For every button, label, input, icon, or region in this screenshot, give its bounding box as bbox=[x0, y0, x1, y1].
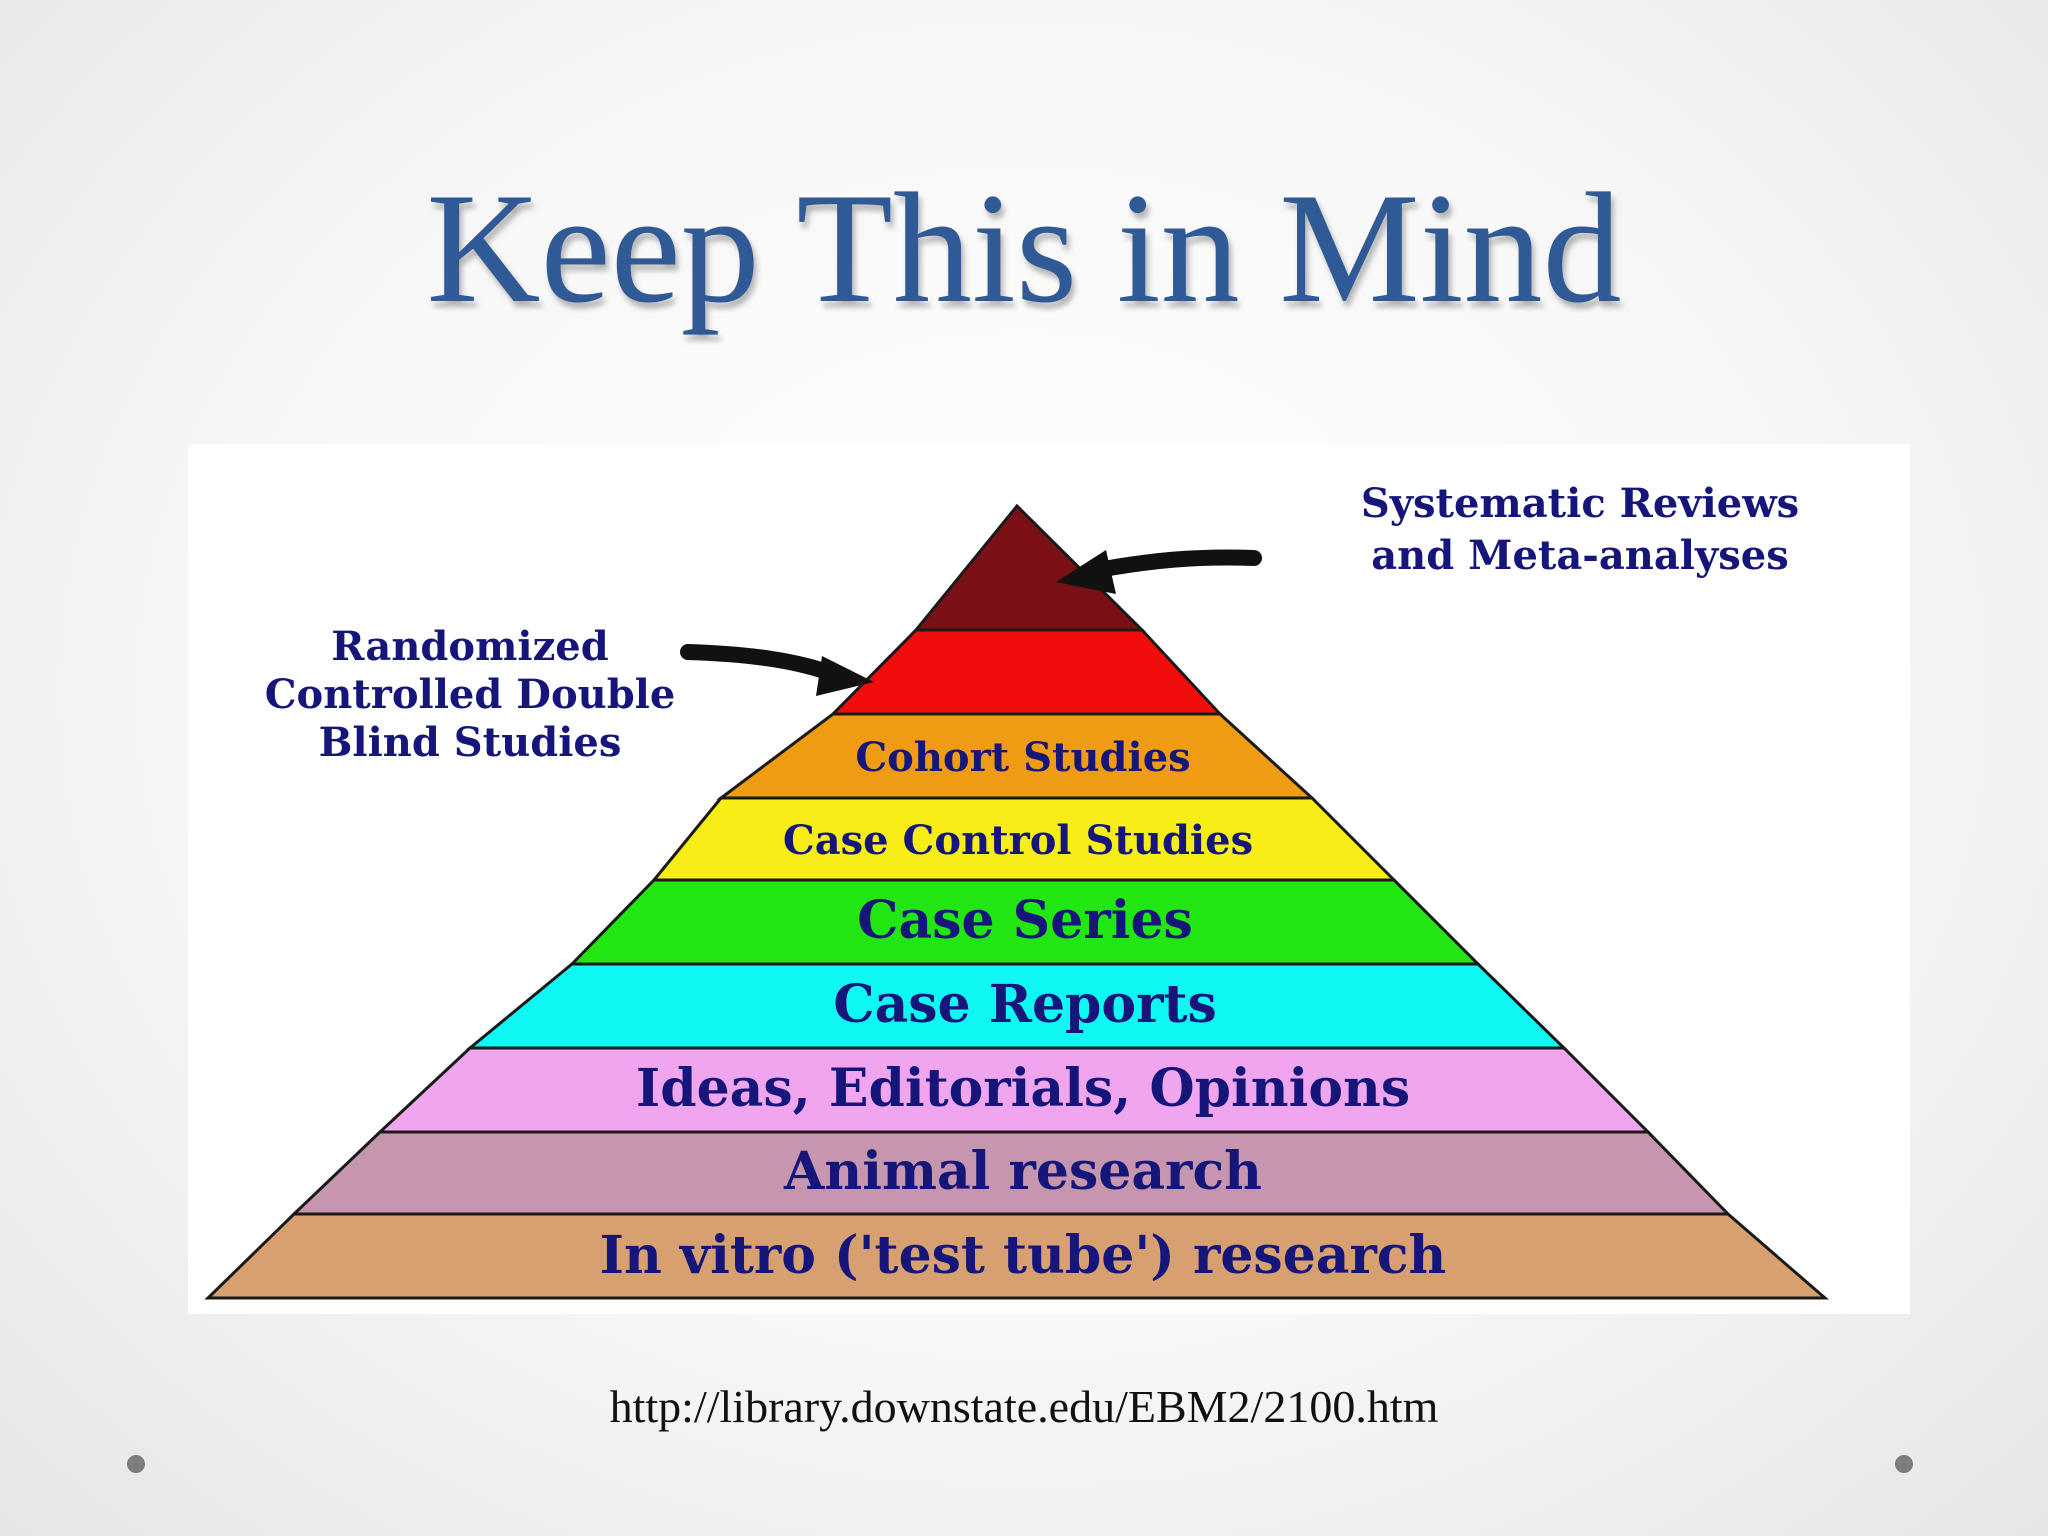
tier-label-animal: Animal research bbox=[783, 1141, 1262, 1202]
tier-label-cohort: Cohort Studies bbox=[855, 734, 1190, 781]
slide-title: Keep This in Mind bbox=[426, 161, 1622, 336]
callout-second-line-3: Blind Studies bbox=[319, 719, 622, 766]
callout-second-line-2: Controlled Double bbox=[265, 671, 676, 718]
tier-label-case-series: Case Series bbox=[857, 890, 1193, 951]
callout-second-arrowhead bbox=[816, 656, 874, 696]
tier-label-case-reports: Case Reports bbox=[833, 974, 1217, 1035]
callout-top-line-1: Systematic Reviews bbox=[1361, 480, 1799, 527]
tier-shape-9 bbox=[204, 1212, 1830, 1300]
evidence-pyramid: Cohort Studies Case Control Studies Case… bbox=[188, 444, 1910, 1314]
callout-top-arrow bbox=[1080, 549, 1262, 580]
tier-label-case-control: Case Control Studies bbox=[783, 817, 1253, 864]
tier-label-in-vitro: In vitro ('test tube') research bbox=[600, 1225, 1447, 1286]
callout-second-line-1: Randomized bbox=[331, 623, 608, 670]
tier-label-ideas: Ideas, Editorials, Opinions bbox=[636, 1058, 1410, 1119]
callout-top-line-2: and Meta-analyses bbox=[1371, 532, 1788, 579]
decorative-dot-left bbox=[127, 1455, 145, 1473]
tier-shape-2 bbox=[829, 628, 1224, 716]
decorative-dot-right bbox=[1895, 1455, 1913, 1473]
callout-second-arrow bbox=[680, 644, 846, 684]
source-url: http://library.downstate.edu/EBM2/2100.h… bbox=[609, 1381, 1439, 1432]
callout-top-arrowhead bbox=[1056, 550, 1116, 594]
